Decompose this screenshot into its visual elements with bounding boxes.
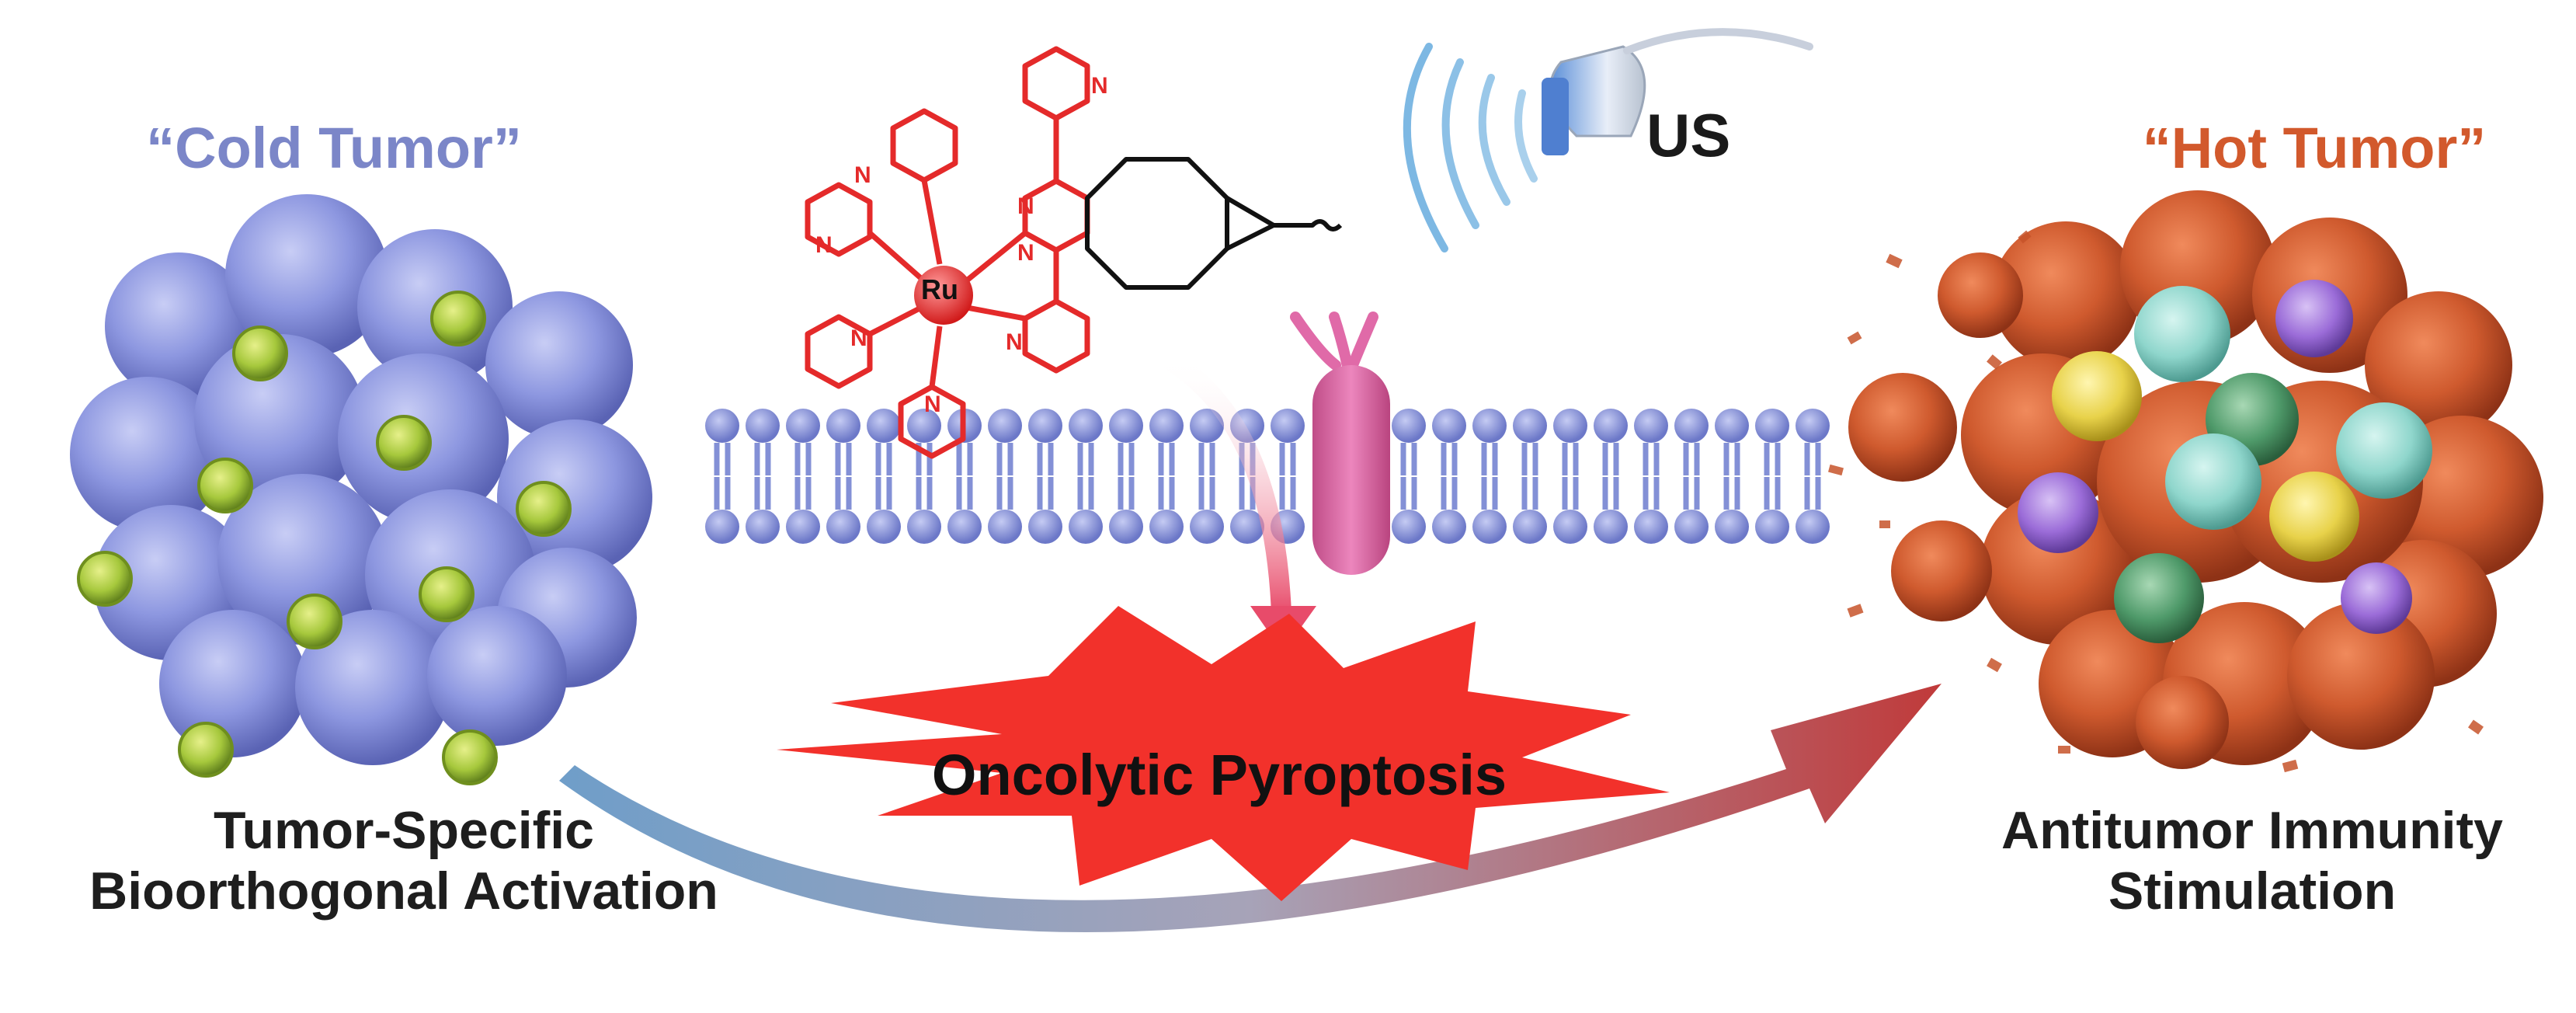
- lipid-head: [1513, 409, 1547, 443]
- lipid-head: [1472, 409, 1507, 443]
- nitrogen-label: N: [850, 325, 867, 351]
- nitrogen-label: N: [1091, 73, 1108, 99]
- pyroptosis-burst: [777, 606, 1670, 901]
- lipid-head: [1513, 510, 1547, 544]
- nitrogen-label: N: [1006, 329, 1023, 355]
- left-caption: Tumor-Specific Bioorthogonal Activation: [85, 800, 722, 921]
- lipid-head: [1149, 510, 1184, 544]
- lipid-head: [1432, 409, 1466, 443]
- lipid-head: [705, 409, 739, 443]
- lipid-head: [1674, 510, 1709, 544]
- cyclooctyne-linker: [1085, 157, 1343, 290]
- immune-cells: [2018, 280, 2432, 643]
- lipid-head: [1472, 510, 1507, 544]
- lipid-head: [786, 510, 820, 544]
- lipid-head: [1271, 409, 1305, 443]
- cold-tumor-cluster: [70, 194, 652, 765]
- left-caption-line-1: Tumor-Specific: [214, 801, 594, 860]
- lipid-head: [1715, 409, 1749, 443]
- ultrasound-waves: [1403, 43, 1538, 252]
- activation-arrow: [1159, 348, 1291, 614]
- lipid-head: [1028, 409, 1062, 443]
- lipid-head: [1149, 409, 1184, 443]
- lipid-head: [746, 510, 780, 544]
- progress-arrow: [559, 684, 1942, 933]
- right-caption-line-2: Stimulation: [2108, 862, 2397, 921]
- lipid-head: [746, 409, 780, 443]
- oncolytic-virus-particles: [77, 291, 572, 785]
- nitrogen-label: N: [1017, 240, 1034, 266]
- right-caption: Antitumor Immunity Stimulation: [1926, 800, 2576, 921]
- membrane-receptor: [1290, 312, 1390, 575]
- nitrogen-label: N: [854, 162, 871, 188]
- ultrasound-label: US: [1646, 101, 1731, 169]
- ruthenium-label: Ru: [921, 273, 958, 305]
- lipid-head: [1109, 510, 1143, 544]
- lipid-head: [1190, 510, 1224, 544]
- right-caption-line-1: Antitumor Immunity: [2001, 801, 2503, 860]
- lipid-head: [1069, 409, 1103, 443]
- nitrogen-label: N: [1017, 193, 1034, 219]
- nitrogen-label: N: [815, 232, 833, 258]
- ruthenium-complex: [805, 46, 1090, 459]
- oncolytic-pyroptosis-label: Oncolytic Pyroptosis: [931, 743, 1507, 807]
- lipid-head: [1674, 409, 1709, 443]
- lipid-head: [907, 510, 941, 544]
- nitrogen-label: N: [924, 392, 941, 417]
- lipid-head: [1755, 510, 1789, 544]
- lipid-head: [1109, 409, 1143, 443]
- lysed-tumor-debris: [1828, 230, 2484, 773]
- lipid-head: [1392, 409, 1426, 443]
- cold-tumor-title: “Cold Tumor”: [146, 116, 522, 180]
- lipid-head: [1755, 409, 1789, 443]
- lipid-head: [988, 510, 1022, 544]
- lipid-head: [988, 409, 1022, 443]
- lipid-head: [1634, 510, 1668, 544]
- left-caption-line-2: Bioorthogonal Activation: [89, 862, 718, 921]
- ultrasound-probe: [1542, 28, 1813, 155]
- lipid-head: [1392, 510, 1426, 544]
- lipid-head: [826, 409, 860, 443]
- lipid-head: [786, 409, 820, 443]
- lipid-head: [705, 510, 739, 544]
- lipid-head: [1069, 510, 1103, 544]
- lipid-head: [867, 510, 901, 544]
- lipid-head: [1796, 409, 1830, 443]
- lipid-head: [1594, 409, 1628, 443]
- hot-tumor-title: “Hot Tumor”: [2142, 116, 2487, 180]
- lipid-head: [1028, 510, 1062, 544]
- ruthenium-center: [914, 266, 973, 325]
- lipid-head: [907, 409, 941, 443]
- lipid-head: [867, 409, 901, 443]
- lipid-head: [1230, 510, 1264, 544]
- lipid-head: [1594, 510, 1628, 544]
- lipid-head: [1796, 510, 1830, 544]
- nitrogen-labels: N N N N N N N N: [815, 73, 1108, 417]
- lipid-head: [947, 510, 982, 544]
- lipid-head: [1553, 409, 1587, 443]
- lipid-head: [1553, 510, 1587, 544]
- lipid-head: [1715, 510, 1749, 544]
- lipid-head: [1190, 409, 1224, 443]
- lipid-head: [1634, 409, 1668, 443]
- lipid-head: [1432, 510, 1466, 544]
- lipid-head: [826, 510, 860, 544]
